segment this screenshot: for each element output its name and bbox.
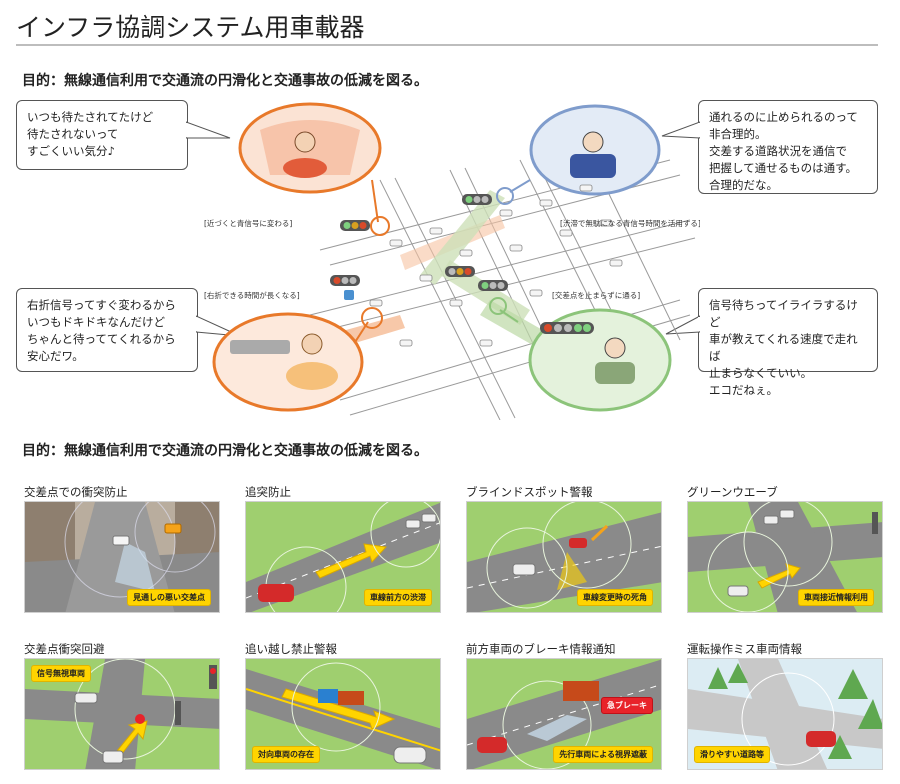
traffic-light-2	[462, 194, 492, 205]
grid-badge: 信号無視車両	[31, 665, 91, 682]
traffic-light-1	[340, 220, 370, 231]
driver-zoom-blue-top	[496, 104, 661, 205]
grid-label: 運転操作ミス車両情報	[687, 642, 802, 656]
grid-label: 交差点での衝突防止	[24, 485, 128, 499]
bubble-tail-top-right	[661, 121, 700, 139]
bubble-bottom-right: 信号待ちってイライラするけど 車が教えてくれる速度で走れば 止まらなくていい。 …	[698, 288, 878, 397]
grid-cell-1: 交差点での衝突防止 見通しの悪い交差点	[24, 483, 220, 613]
bubble-top-right: 通れるのに止められるのって 非合理的。 交差する道路状況を通信で 把握して通せる…	[698, 100, 878, 194]
thumb-collision-avoidance: 信号無視車両	[24, 658, 220, 770]
cars	[369, 184, 623, 347]
grid-cell-7: 前方車両のブレーキ情報通知 急ブレーキ 先行車両による視界遮蔽	[466, 640, 662, 770]
driver-zoom-orange-bottom	[212, 307, 383, 412]
traffic-light-3	[330, 275, 360, 286]
driver-zoom-orange-top	[238, 102, 390, 236]
grid-label: ブラインドスポット警報	[466, 485, 593, 499]
grid-label: 追い越し禁止警報	[245, 642, 337, 656]
thumb-operation-error: 滑りやすい道路等	[687, 658, 883, 770]
traffic-sign-icon	[344, 290, 354, 300]
green-path	[420, 190, 505, 285]
grid-label: 追突防止	[245, 485, 291, 499]
thumb-no-overtaking: 対向車両の存在	[245, 658, 441, 770]
grid-badge: 先行車両による視界遮蔽	[553, 746, 653, 763]
page-title: インフラ協調システム用車載器	[16, 13, 365, 42]
grid-cell-2: 追突防止 車線前方の渋滞	[245, 483, 441, 613]
grid-cell-8: 運転操作ミス車両情報 滑りやすい道路等	[687, 640, 883, 770]
grid-badge: 車両接近情報利用	[798, 589, 874, 606]
title-divider	[16, 44, 878, 46]
tag-wasted-green: [渋滞で無駄になる青信号時間を活用する]	[560, 218, 700, 228]
grid-label: 前方車両のブレーキ情報通知	[466, 642, 616, 656]
grid-cell-5: 交差点衝突回避 信号無視車両	[24, 640, 220, 770]
grid-extra-badge: 急ブレーキ	[601, 697, 653, 714]
bubble-tail-top-left	[186, 121, 231, 139]
thumb-brake-info: 急ブレーキ 先行車両による視界遮蔽	[466, 658, 662, 770]
purpose-bottom: 目的：無線通信利用で交通流の円滑化と交通事故の低減を図る。	[22, 443, 428, 459]
grid-cell-6: 追い越し禁止警報 対向車両の存在	[245, 640, 441, 770]
grid-cell-4: グリーンウエーブ 車両接近情報利用	[687, 483, 883, 613]
bubble-tail-bottom-left	[196, 315, 241, 337]
purpose-top: 目的：無線通信利用で交通流の円滑化と交通事故の低減を図る。	[22, 73, 428, 89]
tag-no-stop: [交差点を止まらずに通る]	[552, 290, 640, 300]
traffic-light-5	[478, 280, 508, 291]
bubble-top-left: いつも待たされてたけど 待たされないって すごくいい気分♪	[16, 100, 188, 170]
bubble-bottom-left: 右折信号ってすぐ変わるから いつもドキドキなんだけど ちゃんと待っててくれるから…	[16, 288, 198, 372]
grid-badge: 車線変更時の死角	[577, 589, 653, 606]
thumb-blind-spot: 車線変更時の死角	[466, 501, 662, 613]
tag-near-green: [近づくと青信号に変わる]	[204, 218, 292, 228]
grid-label: 交差点衝突回避	[24, 642, 105, 656]
grid-badge: 対向車両の存在	[252, 746, 320, 763]
grid-cell-3: ブラインドスポット警報 車線変更時の死角	[466, 483, 662, 613]
grid-badge: 見通しの悪い交差点	[127, 589, 211, 606]
grid-badge: 滑りやすい道路等	[694, 746, 770, 763]
thumb-intersection-collision: 見通しの悪い交差点	[24, 501, 220, 613]
thumb-green-wave: 車両接近情報利用	[687, 501, 883, 613]
thumb-rear-end: 車線前方の渋滞	[245, 501, 441, 613]
grid-badge: 車線前方の渋滞	[364, 589, 432, 606]
traffic-light-6	[540, 322, 594, 334]
driver-zoom-green-bottom	[489, 297, 672, 412]
grid-label: グリーンウエーブ	[687, 485, 778, 499]
tag-right-turn: [右折できる時間が長くなる]	[204, 290, 300, 300]
intersection-illustration: [近づくと青信号に変わる] [渋滞で無駄になる青信号時間を活用する] [右折でき…	[204, 102, 700, 420]
traffic-light-4	[445, 266, 475, 277]
